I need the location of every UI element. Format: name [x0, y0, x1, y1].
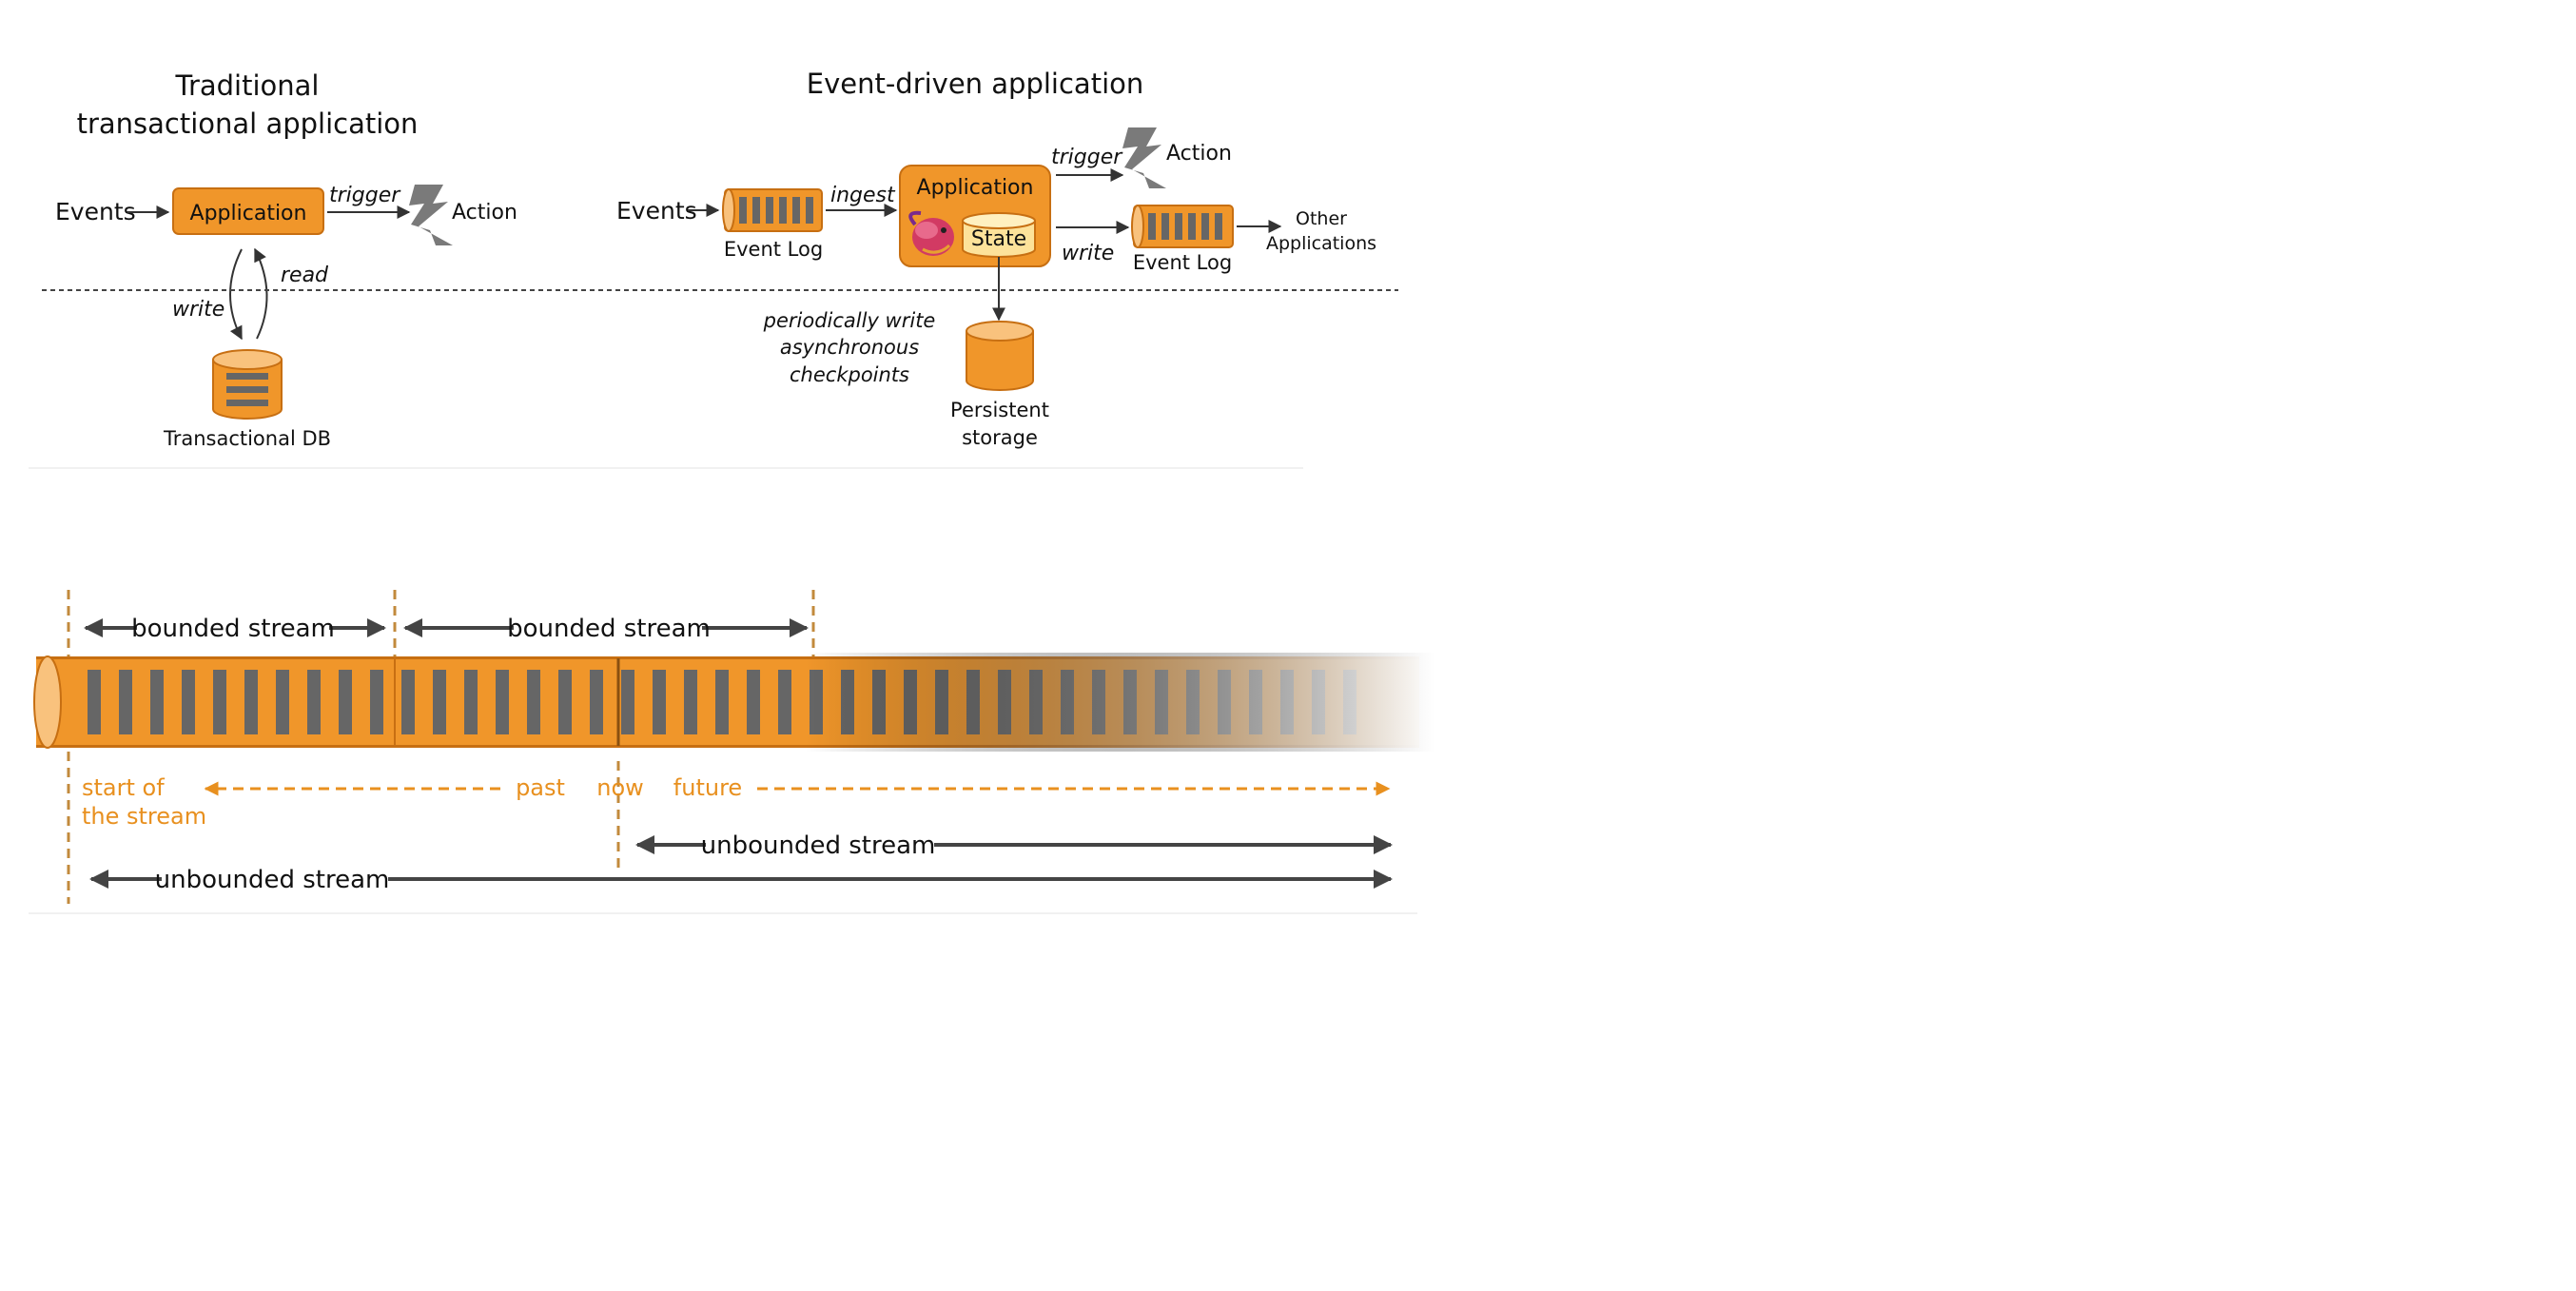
stream-tube	[33, 653, 1434, 752]
traditional-action-label: Action	[452, 201, 517, 225]
traditional-read-arrow	[254, 247, 268, 340]
persistent-storage-icon	[966, 321, 1034, 391]
event-log-out-label: Event Log	[1133, 251, 1232, 274]
flink-squirrel-icon	[908, 210, 954, 256]
event-driven-trigger-label: trigger	[1051, 146, 1123, 169]
transactional-db-label: Transactional DB	[163, 427, 331, 450]
transactional-db-icon	[212, 349, 283, 420]
persistent-storage-label-line1: Persistent	[950, 399, 1049, 421]
future-label: future	[673, 774, 742, 801]
traditional-write-label: write	[172, 298, 224, 322]
event-driven-section: Event-driven application Events Event Lo…	[616, 68, 1376, 449]
traditional-events-label: Events	[55, 198, 136, 225]
traditional-title-line2: transactional application	[77, 108, 419, 140]
persistent-storage-label-line2: storage	[962, 426, 1038, 449]
event-log-in-label: Event Log	[724, 238, 823, 261]
unbounded-now-label: unbounded stream	[701, 831, 936, 860]
stream-tube-end	[33, 655, 62, 749]
traditional-trigger-label: trigger	[329, 184, 401, 207]
checkpoint-label-line2: asynchronous	[780, 336, 919, 359]
event-driven-write-label: write	[1062, 242, 1114, 265]
now-label: now	[596, 774, 644, 801]
traditional-write-arrow	[229, 248, 243, 341]
stream-start-label-line1: start of	[82, 774, 165, 801]
event-driven-application-label: Application	[917, 176, 1034, 200]
event-driven-events-label: Events	[616, 197, 697, 225]
other-apps-label-line2: Applications	[1266, 233, 1376, 254]
past-label: past	[516, 774, 565, 801]
ingest-label: ingest	[830, 184, 896, 207]
unbounded-full-label: unbounded stream	[155, 866, 390, 894]
traditional-application-box	[172, 187, 324, 235]
stream-start-label-line2: the stream	[82, 803, 206, 830]
lightning-icon	[1122, 127, 1166, 188]
checkpoint-label-line1: periodically write	[763, 309, 936, 332]
event-driven-action-label: Action	[1166, 142, 1232, 166]
state-label: State	[971, 227, 1026, 251]
event-driven-title: Event-driven application	[807, 68, 1144, 100]
traditional-read-label: read	[281, 264, 329, 287]
traditional-title-line1: Traditional	[175, 69, 320, 102]
bounded-stream-2-label: bounded stream	[507, 615, 711, 643]
traditional-section: Traditional transactional application Ev…	[55, 69, 517, 450]
event-log-out-icon	[1131, 205, 1234, 248]
other-apps-label-line1: Other	[1296, 208, 1347, 229]
event-log-in-icon	[722, 188, 823, 232]
checkpoint-label-line3: checkpoints	[790, 363, 909, 386]
lightning-icon	[409, 185, 453, 245]
bounded-stream-1-label: bounded stream	[131, 615, 335, 643]
traditional-application-label: Application	[190, 202, 307, 225]
streams-section: bounded stream bounded stream start of t…	[33, 590, 1434, 904]
